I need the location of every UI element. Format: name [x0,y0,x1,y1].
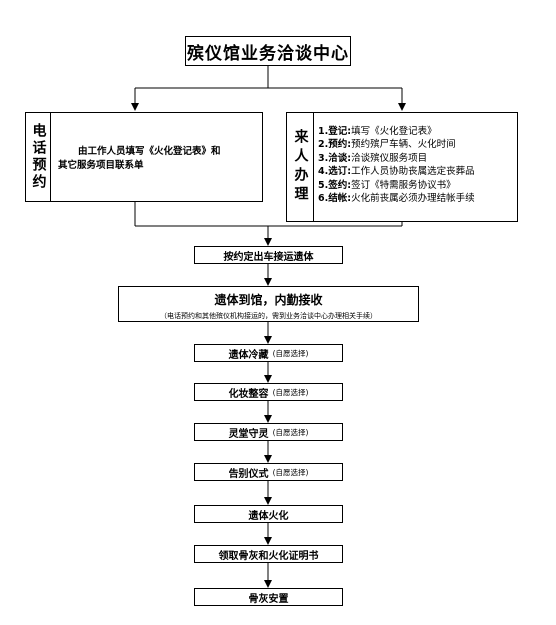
vigil-optional: (自愿选择) [272,427,309,437]
cold-storage-label: 遗体冷藏 [228,349,269,361]
makeup-label: 化妆整容 [228,388,269,400]
page-title: 殡仪馆业务洽谈中心 [187,43,349,64]
arrival-title: 遗体到馆，内勤接收 [214,293,323,307]
walk-in-steps: 1.登记:填写《火化登记表》 2.预约:预约殡尸车辆、火化时间 3.洽谈:洽谈殡… [318,125,516,205]
walk-in-label: 来人办理 [287,113,314,221]
arrival-note: （电话预约和其他殡仪机构接运的，需到业务洽谈中心办理相关手续） [160,312,377,320]
walk-in-step-5: 5.签约:签订《特需服务协议书》 [318,179,456,191]
farewell-optional: (自愿选择) [272,467,309,477]
cold-storage-optional: (自愿选择) [272,348,309,358]
phone-booking-line-2: 其它服务项目联系单 [58,160,144,171]
phone-booking-label: 电话预约 [26,113,51,201]
walk-in-step-2: 2.预约:预约殡尸车辆、火化时间 [318,139,456,151]
farewell-step: 告别仪式 (自愿选择) [194,463,343,481]
collect-ashes-step: 领取骨灰和火化证明书 [194,545,343,563]
cold-storage-step: 遗体冷藏 (自愿选择) [194,344,343,362]
ash-placement-step: 骨灰安置 [194,588,343,606]
phone-booking-text: 由工作人员填写《火化登记表》和 其它服务项目联系单 [58,145,260,173]
walk-in-step-4: 4.选订:工作人员协助丧属选定丧葬品 [318,166,475,178]
walk-in-box: 来人办理 1.登记:填写《火化登记表》 2.预约:预约殡尸车辆、火化时间 3.洽… [286,112,518,222]
vigil-step: 灵堂守灵 (自愿选择) [194,423,343,441]
makeup-optional: (自愿选择) [272,387,309,397]
makeup-step: 化妆整容 (自愿选择) [194,383,343,401]
walk-in-step-6: 6.结帐:火化前丧属必须办理结帐手续 [318,193,475,205]
phone-booking-line-1: 由工作人员填写《火化登记表》和 [78,146,221,157]
cremation-step: 遗体火化 [194,505,343,523]
walk-in-step-1: 1.登记:填写《火化登记表》 [318,126,437,137]
vigil-label: 灵堂守灵 [228,428,269,440]
title-box: 殡仪馆业务洽谈中心 [185,36,351,66]
farewell-label: 告别仪式 [228,468,269,480]
phone-booking-box: 电话预约 由工作人员填写《火化登记表》和 其它服务项目联系单 [25,112,263,202]
pickup-step: 按约定出车接运遗体 [194,246,343,264]
arrival-step: 遗体到馆，内勤接收 （电话预约和其他殡仪机构接运的，需到业务洽谈中心办理相关手续… [118,286,419,322]
walk-in-step-3: 3.洽谈:洽谈殡仪服务项目 [318,152,428,164]
